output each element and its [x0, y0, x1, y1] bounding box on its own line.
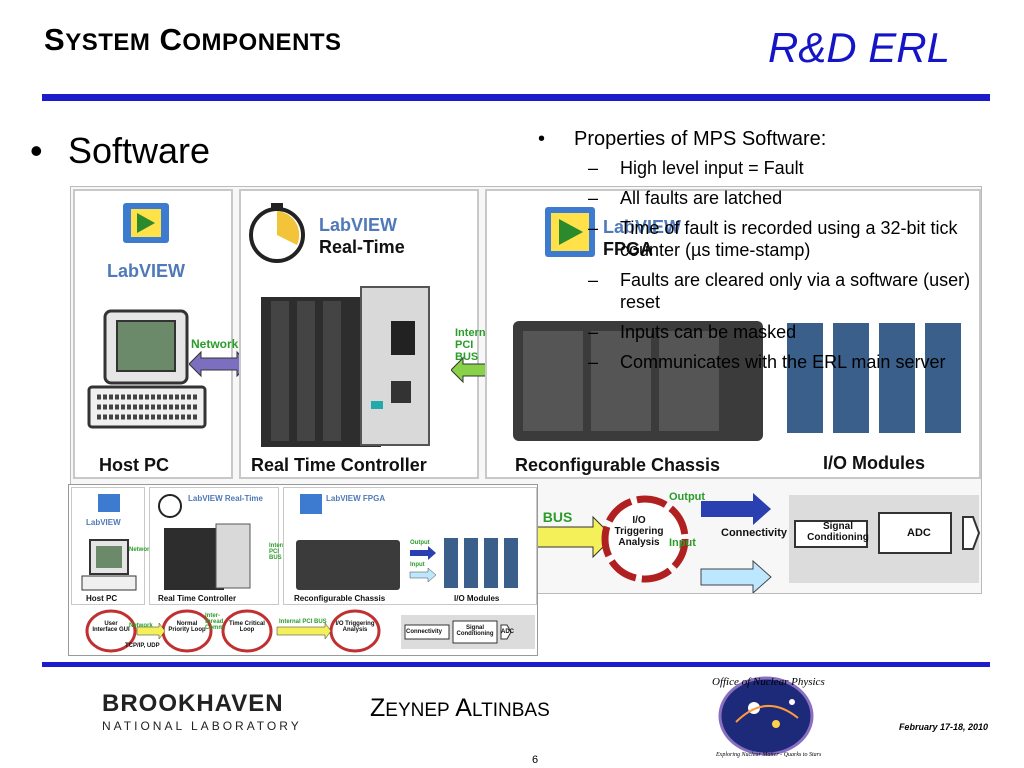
small-output-label: Output	[410, 540, 430, 546]
small-labview-rt-label: LabVIEW Real-Time	[188, 494, 263, 503]
small-network-loop-label: Network	[129, 623, 153, 629]
small-signal-conditioning-label: Signal Conditioning	[456, 625, 494, 637]
host-pc-graphic	[87, 203, 207, 429]
brookhaven-logo: BROOKHAVEN NATIONAL LABORATORY	[102, 690, 302, 733]
properties-items: –High level input = Fault –All faults ar…	[538, 157, 988, 373]
properties-list: • Properties of MPS Software: –High leve…	[538, 128, 988, 381]
slide-title: SYSTEM COMPONENTS	[44, 22, 342, 57]
input-label: Input	[669, 537, 696, 549]
author-name: ZEYNEP ALTINBAS	[370, 694, 550, 722]
labview-architecture-diagram: LabVIEW Host PC Network LabVIEW Real-Tim…	[70, 186, 982, 594]
small-connectivity-label: Connectivity	[406, 629, 443, 635]
software-bullet: •Software	[30, 130, 211, 171]
reconfigurable-chassis-label: Reconfigurable Chassis	[515, 455, 721, 475]
office-of-nuclear-physics-logo	[718, 676, 814, 756]
list-item: –Time of fault is recorded using a 32-bi…	[588, 218, 958, 260]
labview-rt-label-bottom: Real-Time	[319, 237, 405, 257]
properties-heading: Properties of MPS Software:	[574, 128, 827, 150]
small-chassis-panel: LabVIEW FPGA Output Input Reconfigurable…	[283, 487, 537, 605]
small-pci-loop-label: Internal PCI BUS	[279, 619, 327, 625]
small-labview-label: LabVIEW	[86, 518, 121, 527]
small-chassis-label: Reconfigurable Chassis	[294, 594, 386, 603]
connectivity-label: Connectivity	[721, 527, 788, 539]
page-number: 6	[532, 754, 539, 766]
output-label: Output	[669, 491, 706, 503]
real-time-controller-label: Real Time Controller	[251, 455, 427, 475]
labview-label: LabVIEW	[107, 261, 186, 281]
small-time-critical-label: Time Critical Loop	[229, 621, 265, 633]
small-normal-priority-label: Normal Priority Loop	[168, 621, 206, 633]
date-label: February 17-18, 2010	[898, 722, 988, 732]
brand-title: R&D ERL	[767, 24, 950, 71]
small-io-modules-label: I/O Modules	[454, 594, 500, 603]
io-triggering-label: I/O Triggering Analysis	[614, 515, 664, 548]
list-item: –Faults are cleared only via a software …	[588, 270, 971, 312]
small-rt-controller-label: Real Time Controller	[158, 594, 237, 603]
small-labview-fpga-label: LabVIEW FPGA	[326, 494, 386, 503]
list-item: –Inputs can be masked	[588, 322, 797, 342]
labview-fpga-label-bottom: FPGA	[603, 239, 654, 259]
bus-label: I BUS	[535, 509, 573, 525]
small-user-interface-label: User Interface GUI	[92, 621, 130, 633]
signal-conditioning-label: Signal Conditioning	[807, 521, 869, 543]
list-item: –High level input = Fault	[588, 158, 804, 178]
controller-graphic	[249, 203, 430, 447]
chassis-io-panel: LabVIEW FPGA Reconfigurable Chassis I/O …	[485, 189, 981, 479]
list-item: –Communicates with the ERL main server	[588, 352, 946, 372]
small-architecture-diagram: LabVIEW Host PC Network LabVIEW Real-Tim…	[68, 484, 538, 656]
adc-label: ADC	[907, 527, 931, 539]
internal-pci-bus-label: Internal PCI BUS	[455, 327, 495, 363]
chassis-io-graphic	[513, 207, 961, 441]
labview-fpga-label-top: LabVIEW	[603, 217, 682, 237]
small-controller-panel: LabVIEW Real-Time Real Time Controller	[149, 487, 279, 605]
small-tcp-label: TCP/IP, UDP	[125, 643, 160, 649]
host-pc-label: Host PC	[99, 455, 170, 475]
small-inter-thread-label: Inter-thread Comm.	[205, 613, 226, 631]
network-label: Network	[191, 337, 239, 351]
io-modules-label: I/O Modules	[823, 453, 926, 473]
io-flow-graphic	[533, 493, 981, 593]
small-adc-label: ADC	[501, 629, 514, 635]
labview-rt-label-top: LabVIEW	[319, 215, 398, 235]
small-host-panel: LabVIEW Host PC	[71, 487, 145, 605]
small-network-label: Network	[129, 547, 153, 553]
bottom-rule	[42, 662, 990, 667]
network-arrow	[189, 350, 249, 378]
real-time-controller-panel: LabVIEW Real-Time Real Time Controller	[239, 189, 479, 479]
top-rule	[42, 94, 990, 101]
list-item: –All faults are latched	[588, 188, 783, 208]
small-pci-bus-label: Internal PCI BUS	[269, 543, 291, 561]
onp-bottom-text: Exploring Nuclear Matter - Quarks to Sta…	[716, 752, 822, 758]
host-pc-panel: LabVIEW Host PC	[73, 189, 233, 479]
small-loop-flow	[85, 609, 535, 653]
small-input-label: Input	[410, 562, 425, 568]
onp-top-text: Office of Nuclear Physics	[712, 676, 825, 688]
small-io-triggering-label: I/O Triggering Analysis	[335, 621, 375, 633]
small-host-pc-label: Host PC	[86, 594, 118, 603]
